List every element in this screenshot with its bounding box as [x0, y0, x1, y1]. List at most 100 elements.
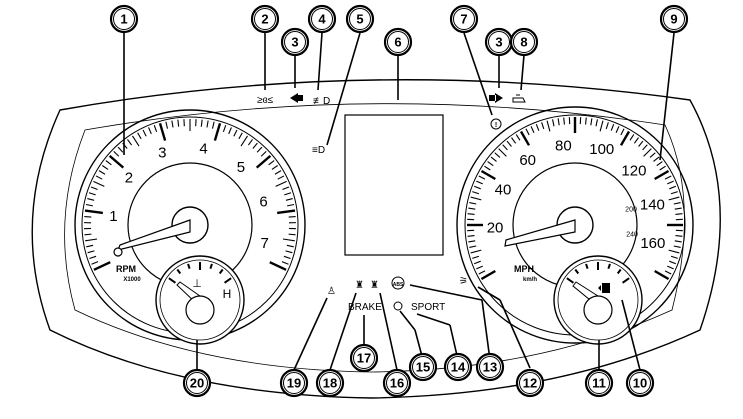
tach-tick — [85, 211, 103, 213]
tach-tick — [257, 156, 271, 168]
callout-3: 3 — [282, 29, 308, 55]
tach-needle-tip — [114, 248, 122, 256]
speedo-tick — [474, 186, 481, 189]
callout-8: 8 — [511, 29, 537, 55]
left-turn-signal-icon — [290, 93, 303, 103]
speedo-tick — [468, 214, 475, 215]
tach-tick — [178, 120, 179, 127]
tach-unit-label: RPM — [116, 264, 136, 274]
callout-number: 11 — [592, 376, 606, 391]
callout-number: 15 — [416, 360, 430, 375]
speedo-tick — [600, 121, 603, 132]
tach-tick — [275, 171, 281, 175]
speedo-tick — [526, 129, 529, 135]
speedo-tick — [669, 250, 680, 253]
speedo-tick — [671, 192, 678, 194]
callout-number: 18 — [323, 376, 337, 391]
callout-19: 19 — [281, 370, 307, 396]
speedo-tick — [611, 124, 614, 131]
tach-tick — [96, 176, 102, 179]
callout-3: 3 — [486, 29, 512, 55]
leader-13b — [410, 285, 482, 300]
speedo-tick — [507, 141, 511, 146]
speedo-number: 60 — [519, 152, 536, 169]
speedo-unit-label: MPH — [514, 264, 534, 274]
tach-tick — [286, 251, 293, 253]
speedo-tick — [468, 241, 475, 242]
tach-tick — [257, 147, 262, 152]
tach-tick — [278, 176, 284, 179]
tach-number: 6 — [259, 194, 267, 211]
callout-number: 13 — [483, 360, 497, 375]
callout-number: 6 — [394, 35, 401, 50]
tach-tick — [261, 151, 266, 156]
tach-tick — [154, 125, 156, 132]
tach-tick — [127, 139, 131, 145]
callout-number: 16 — [390, 376, 404, 391]
right-turn-signal-icon — [489, 93, 503, 103]
tach-tick — [223, 125, 225, 132]
speedo-tick — [536, 124, 539, 131]
tach-tick — [86, 205, 93, 206]
speedo-tick — [675, 241, 682, 242]
speedo-number: 160 — [640, 235, 665, 252]
tach-tick — [284, 193, 291, 195]
speedo-unit-sub: km/h — [523, 277, 537, 283]
tach-tick — [287, 245, 294, 246]
leader-15b — [400, 311, 415, 330]
speedo-tick — [606, 122, 608, 129]
tach-tick — [272, 166, 278, 170]
speedo-tick — [667, 181, 673, 184]
callout-number: 12 — [523, 376, 537, 391]
callout-9: 9 — [661, 6, 687, 32]
tach-tick — [85, 239, 97, 241]
center-display — [345, 115, 443, 255]
tach-tick — [102, 166, 108, 170]
speedo-number: 40 — [495, 182, 512, 199]
speedo-tick — [591, 118, 592, 125]
speedo-tick — [471, 250, 482, 253]
speedo-tick — [630, 134, 634, 140]
front-fog-icon: ≢D — [313, 96, 330, 107]
speedo-tick — [660, 166, 666, 170]
callout-6: 6 — [385, 29, 411, 55]
abs-label: ABS — [393, 282, 404, 288]
speedo-tick — [643, 145, 648, 150]
tach-tick — [284, 256, 291, 258]
tach-tick — [88, 251, 95, 253]
tach-tick — [138, 133, 141, 139]
speedo-tick — [491, 157, 496, 161]
tach-tick — [143, 130, 146, 136]
leader-14b — [417, 314, 450, 325]
tach-unit-sub: X1000 — [123, 277, 141, 283]
leader-13a — [482, 300, 490, 360]
callout-11: 11 — [586, 370, 612, 396]
speedo-tick — [671, 256, 678, 258]
tach-tick — [234, 130, 237, 136]
tach-tick — [118, 147, 123, 152]
tach-number: 3 — [158, 145, 166, 162]
tach-tick — [87, 199, 94, 201]
callout-5: 5 — [347, 6, 373, 32]
tach-tick — [253, 143, 257, 148]
speedo-tick — [669, 261, 676, 264]
speedo-tick — [479, 271, 485, 274]
leader-8 — [521, 55, 524, 90]
callout-12: 12 — [517, 370, 543, 396]
tach-number: 7 — [261, 235, 269, 252]
tach-tick — [270, 262, 286, 270]
callout-17: 17 — [351, 345, 377, 371]
callout-15: 15 — [410, 354, 436, 380]
speedo-tick — [644, 149, 652, 157]
tach-tick — [277, 211, 295, 213]
speedo-tick — [621, 129, 624, 135]
speedo-tick — [547, 121, 550, 132]
callout-7: 7 — [451, 6, 477, 32]
tach-tick — [201, 120, 202, 127]
speedo-needle — [505, 220, 575, 246]
speedo-tick — [665, 176, 671, 179]
tach-tick — [276, 181, 287, 186]
